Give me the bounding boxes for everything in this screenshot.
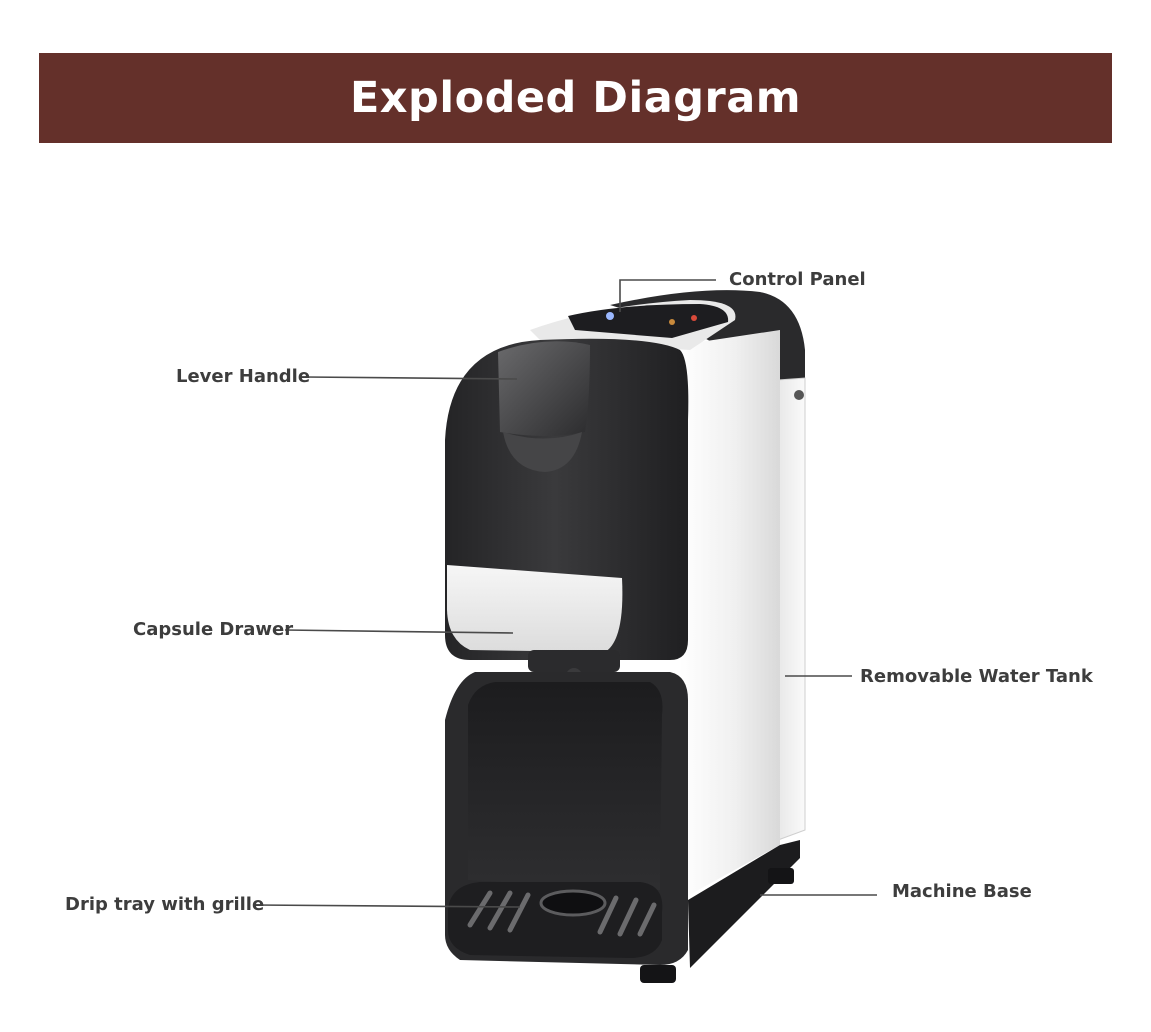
drip-drain (539, 889, 607, 917)
label-drip-tray: Drip tray with grille (65, 894, 265, 915)
side-body (680, 330, 780, 900)
cup-cavity (468, 682, 663, 890)
diagram-title: Exploded Diagram (349, 73, 802, 123)
label-water-tank: Removable Water Tank (860, 666, 1093, 687)
label-lever-handle: Lever Handle (176, 366, 311, 387)
leader-drip-tray (252, 904, 521, 908)
leader-capsule-drawer (284, 629, 514, 634)
control-panel-display (568, 304, 729, 338)
leader-lever-handle (304, 376, 518, 380)
drip-tray (448, 882, 663, 958)
leader-lines (252, 279, 877, 908)
header-banner: Exploded Diagram (39, 53, 1112, 143)
drip-grille (467, 890, 657, 937)
label-control-panel: Control Panel (729, 269, 866, 290)
label-capsule-drawer: Capsule Drawer (133, 619, 294, 640)
leader-control-panel (619, 279, 716, 312)
water-tank (777, 377, 806, 841)
lever-handle (498, 341, 590, 436)
label-machine-base: Machine Base (892, 881, 1032, 902)
capsule-drawer (447, 565, 623, 652)
spout (528, 650, 620, 672)
control-button (606, 312, 614, 320)
